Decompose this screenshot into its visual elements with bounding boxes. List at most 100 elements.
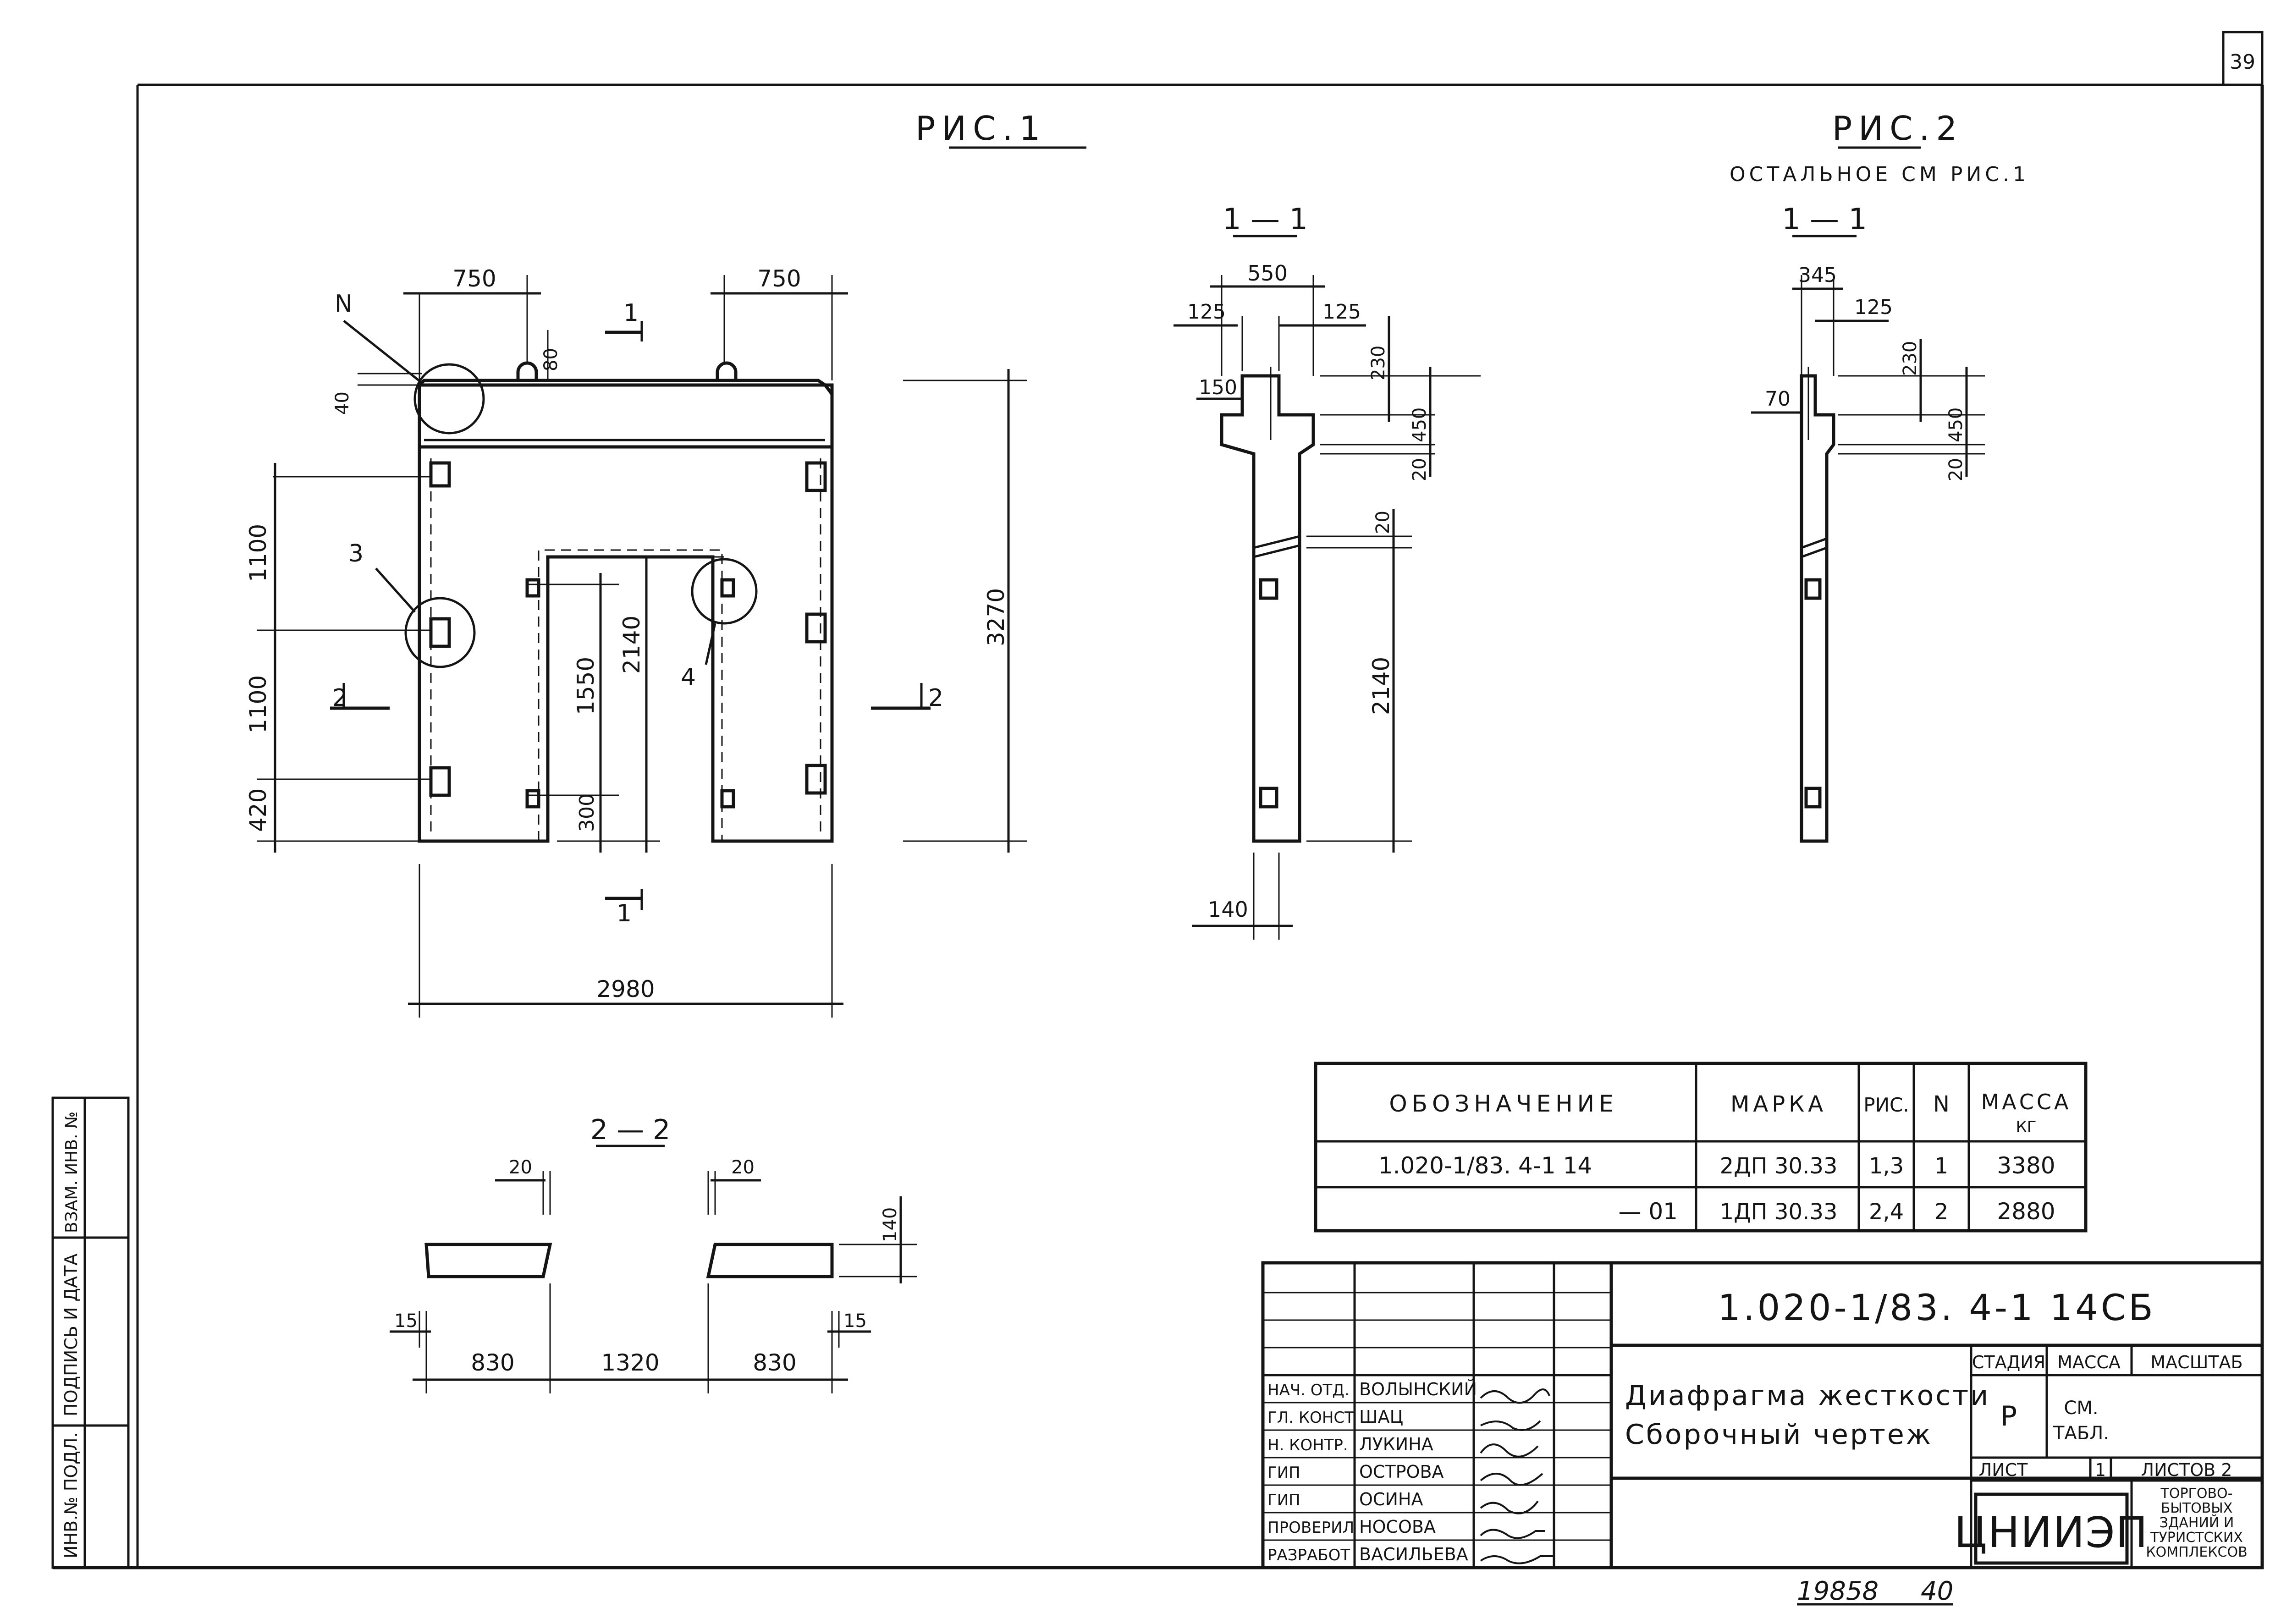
fig1-elevation: N 3 4 750 750 80 40 1100 1100 420 xyxy=(245,265,1027,1018)
role-label: ГИП xyxy=(1267,1464,1300,1482)
sec-b-dim-70: 70 xyxy=(1765,387,1791,411)
sec-a-dim-2140: 2140 xyxy=(1368,657,1394,715)
sec-b-dim-125: 125 xyxy=(1854,296,1893,319)
sec-a-dim-150: 150 xyxy=(1199,376,1237,399)
org-name-4: ТУРИСТСКИХ xyxy=(2150,1530,2243,1546)
mass-value-line1: СМ. xyxy=(2064,1398,2098,1419)
spec-row2-mark: 1ДП 30.33 xyxy=(1720,1199,1838,1225)
stamp-signature-date: ПОДПИСЬ И ДАТА xyxy=(61,1254,81,1416)
doc-title-line1: Диафрагма жесткости xyxy=(1625,1380,1990,1412)
role-name: НОСОВА xyxy=(1359,1517,1436,1537)
sheets-label: ЛИСТОВ 2 xyxy=(2141,1460,2232,1480)
archive-number: 19858 xyxy=(1797,1576,1879,1606)
stamp-replaced-inv: ВЗАМ. ИНВ. № xyxy=(62,1112,81,1233)
spec-row1-designation: 1.020-1/83. 4-1 14 xyxy=(1378,1152,1592,1179)
spec-row1-mark: 2ДП 30.33 xyxy=(1720,1153,1838,1179)
sec-a-dim-20-top: 20 xyxy=(1409,458,1430,481)
dim-2980: 2980 xyxy=(596,976,655,1002)
figure-titles: РИС.1 РИС.2 ОСТАЛЬНОЕ СМ РИС.1 xyxy=(915,109,2029,186)
sec-a-dim-550: 550 xyxy=(1247,261,1288,286)
stage-value: Р xyxy=(2000,1400,2017,1432)
role-label: РАЗРАБОТ xyxy=(1267,1546,1350,1564)
spec-header-mass: МАССА xyxy=(1981,1090,2072,1114)
spec-row2-mass: 2880 xyxy=(1997,1198,2055,1225)
section-1-1-fig2: 1 — 1 345 125 70 230 450 20 xyxy=(1751,203,1985,843)
dim-80: 80 xyxy=(540,348,562,371)
dim-3270: 3270 xyxy=(983,588,1009,646)
sec-22-dim-20-right: 20 xyxy=(731,1157,755,1178)
sec-22-dim-15-left: 15 xyxy=(394,1310,418,1332)
spec-row1-mass: 3380 xyxy=(1997,1152,2055,1179)
org-name-5: КОМПЛЕКСОВ xyxy=(2146,1544,2247,1560)
spec-header-mark: МАРКА xyxy=(1730,1091,1827,1117)
org-logo: ЦНИИЭП xyxy=(1954,1508,2149,1557)
role-name: ЛУКИНА xyxy=(1359,1434,1433,1454)
sec-b-dim-230: 230 xyxy=(1900,341,1921,376)
role-name: ВОЛЫНСКИЙ xyxy=(1359,1379,1477,1399)
mass-value-line2: ТАБЛ. xyxy=(2053,1423,2109,1444)
dim-750-left: 750 xyxy=(452,265,496,292)
left-stamp: ИНВ.№ ПОДЛ. ПОДПИСЬ И ДАТА ВЗАМ. ИНВ. № xyxy=(51,1096,130,1569)
section-1-1-label-b: 1 — 1 xyxy=(1782,203,1867,237)
doc-code: 1.020-1/83. 4-1 14СБ xyxy=(1718,1288,2156,1329)
fig1-title: РИС.1 xyxy=(915,109,1047,148)
sheet-frame: 39 xyxy=(53,31,2264,1569)
cut-1-bottom: 1 xyxy=(617,900,632,927)
role-label: ПРОВЕРИЛ xyxy=(1267,1519,1354,1537)
org-name-3: ЗДАНИЙ И xyxy=(2160,1514,2234,1531)
role-label: ГИП xyxy=(1267,1491,1300,1509)
sheet-number: 39 xyxy=(2230,50,2255,74)
section-2-2-label: 2 — 2 xyxy=(590,1114,671,1146)
spec-header-n: N xyxy=(1933,1091,1950,1117)
fig2-title: РИС.2 xyxy=(1832,109,1963,148)
spec-table: ОБОЗНАЧЕНИЕ МАРКА РИС. N МАССА КГ 1.020-… xyxy=(1314,1062,2088,1233)
dim-420: 420 xyxy=(245,788,271,832)
role-name: ОСИНА xyxy=(1359,1489,1423,1509)
cut-1-top: 1 xyxy=(623,299,639,327)
sec-a-dim-125-right: 125 xyxy=(1322,300,1361,324)
fig2-note: ОСТАЛЬНОЕ СМ РИС.1 xyxy=(1730,163,2029,186)
sec-a-dim-125-left: 125 xyxy=(1187,300,1226,324)
doc-title-line2: Сборочный чертеж xyxy=(1625,1419,1933,1451)
sec-a-dim-450: 450 xyxy=(1409,407,1430,442)
cut-2-left: 2 xyxy=(332,684,347,712)
callout-3: 3 xyxy=(348,540,364,567)
signature-scribbles xyxy=(1480,1388,1554,1564)
section-1-1-fig1: 1 — 1 550 125 125 150 230 450 20 xyxy=(1174,203,1481,940)
dim-40: 40 xyxy=(332,391,353,415)
sec-22-dim-830-right: 830 xyxy=(753,1349,796,1376)
section-1-1-label-a: 1 — 1 xyxy=(1223,203,1308,237)
sec-22-dim-140: 140 xyxy=(880,1207,901,1242)
callout-n: N xyxy=(335,290,353,318)
sec-a-dim-230: 230 xyxy=(1368,346,1389,380)
sec-22-dim-1320: 1320 xyxy=(601,1349,659,1376)
sec-b-dim-20: 20 xyxy=(1945,458,1967,481)
org-name-2: БЫТОВЫХ xyxy=(2161,1500,2233,1516)
spec-row1-fig: 1,3 xyxy=(1869,1153,1904,1179)
stamp-inv-no: ИНВ.№ ПОДЛ. xyxy=(61,1432,81,1558)
spec-header-fig: РИС. xyxy=(1863,1094,1909,1116)
dim-2140: 2140 xyxy=(618,616,645,674)
spec-row2-fig: 2,4 xyxy=(1869,1199,1904,1225)
sheet-number-box xyxy=(2222,31,2264,86)
dim-750-right: 750 xyxy=(757,265,801,292)
sec-22-dim-830-left: 830 xyxy=(471,1349,514,1376)
mass-header: МАССА xyxy=(2057,1352,2121,1372)
sec-b-dim-450: 450 xyxy=(1945,407,1967,442)
dim-300: 300 xyxy=(575,793,599,832)
cut-2-right: 2 xyxy=(928,684,943,712)
archive-suffix: 40 xyxy=(1921,1576,1953,1606)
sheet-label: ЛИСТ xyxy=(1979,1460,2028,1480)
role-label: НАЧ. ОТД. xyxy=(1267,1381,1350,1399)
dim-1100-top: 1100 xyxy=(245,524,271,582)
callout-4: 4 xyxy=(681,664,696,691)
sec-a-dim-140: 140 xyxy=(1208,897,1248,922)
role-label: ГЛ. КОНСТ xyxy=(1267,1409,1354,1427)
role-name: ОСТРОВА xyxy=(1359,1462,1444,1482)
dim-1100-bottom: 1100 xyxy=(245,675,271,733)
scale-header: МАСШТАБ xyxy=(2150,1352,2242,1372)
role-name: ШАЦ xyxy=(1359,1407,1403,1427)
title-block: 1.020-1/83. 4-1 14СБ Диафрагма жесткости… xyxy=(1261,1261,2264,1569)
